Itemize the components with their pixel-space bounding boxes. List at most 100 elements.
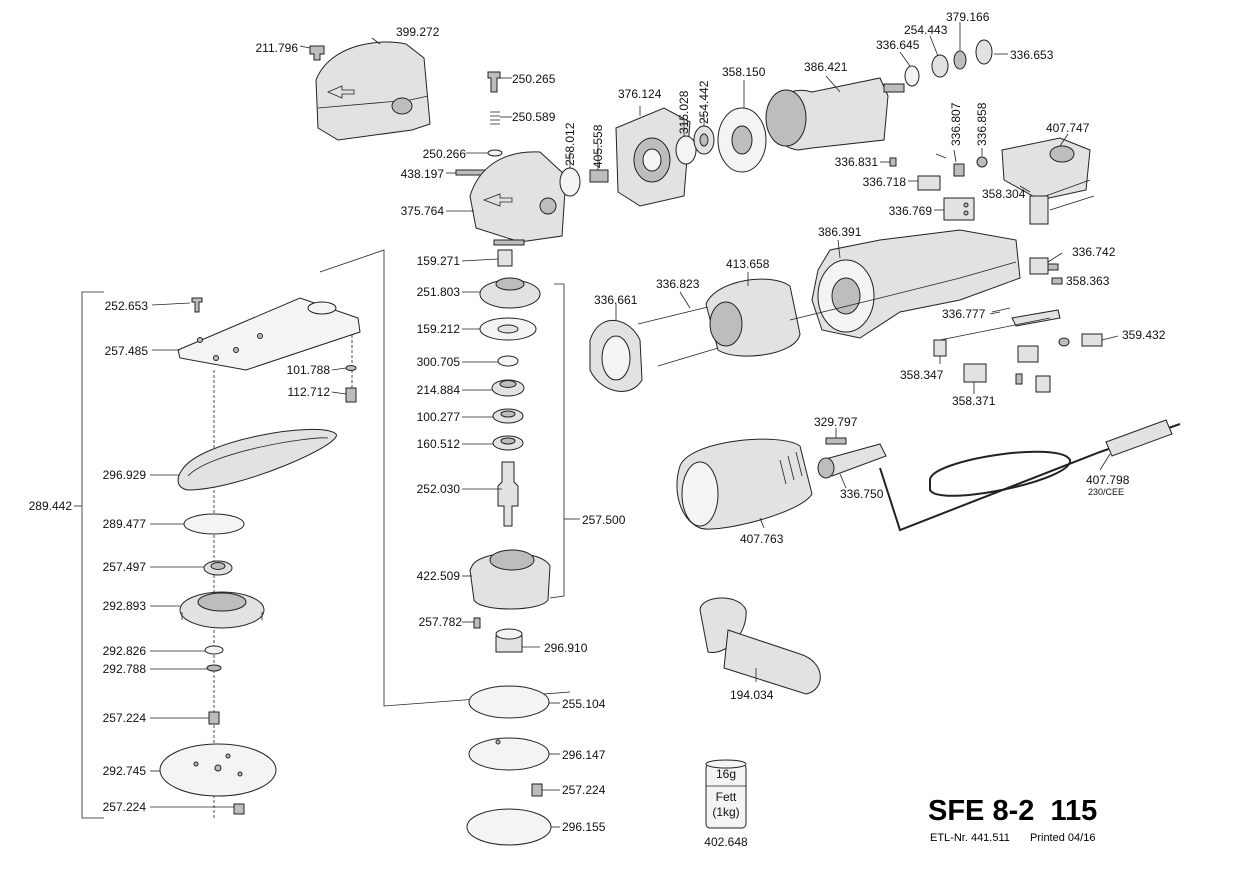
- ring-292826: [204, 645, 224, 655]
- label-329797: 329.797: [814, 415, 858, 429]
- label-336661: 336.661: [594, 293, 638, 307]
- screw-257782: [473, 617, 481, 629]
- part-359432: [1081, 333, 1103, 347]
- label-292745: 292.745: [103, 764, 147, 778]
- label-257500: 257.500: [582, 513, 626, 527]
- disc-296155: [466, 808, 552, 846]
- label-336831: 336.831: [835, 155, 879, 169]
- label-359432: 359.432: [1122, 328, 1166, 342]
- grease-part-number: 402.648: [704, 835, 748, 849]
- grease-weight: 16g: [716, 767, 736, 781]
- label-292826: 292.826: [103, 644, 147, 658]
- label-289477: 289.477: [103, 517, 147, 531]
- title-block: SFE 8-2 115 ETL-Nr. 441.511 Printed 04/1…: [928, 795, 1097, 844]
- cover-399272: [315, 41, 431, 141]
- slide-336777: [1011, 309, 1061, 327]
- label-251803: 251.803: [417, 285, 461, 299]
- label-336858: 336.858: [975, 102, 989, 146]
- label-250266: 250.266: [423, 147, 467, 161]
- screw-250265: [487, 71, 501, 93]
- label-100277: 100.277: [417, 410, 461, 424]
- label-358304: 358.304: [982, 187, 1026, 201]
- plug-407798: [1105, 419, 1173, 457]
- label-336823: 336.823: [656, 277, 700, 291]
- label-252030: 252.030: [417, 482, 461, 496]
- label-399272: 399.272: [396, 25, 440, 39]
- label-358347: 358.347: [900, 368, 944, 382]
- label-194034: 194.034: [730, 688, 774, 702]
- screw-257224-bottom: [233, 803, 245, 815]
- label-101788: 101.788: [287, 363, 331, 377]
- label-159271: 159.271: [417, 254, 461, 268]
- label-296155: 296.155: [562, 820, 606, 834]
- ring-292788: [206, 664, 222, 672]
- screw-housing-bottom: [493, 239, 525, 246]
- label-336769: 336.769: [889, 204, 933, 218]
- label-386391: 386.391: [818, 225, 862, 239]
- holder-336718: [917, 175, 941, 191]
- label-407763: 407.763: [740, 532, 784, 546]
- label-214884: 214.884: [417, 383, 461, 397]
- label-336807: 336.807: [949, 102, 963, 146]
- block-336769: [943, 197, 975, 221]
- clip-336742: [1029, 257, 1049, 275]
- screw-257224-center: [531, 783, 543, 797]
- label-250265: 250.265: [512, 72, 556, 86]
- label-cee: 230/CEE: [1088, 487, 1124, 497]
- label-257497: 257.497: [103, 560, 147, 574]
- ring-379166: [953, 50, 967, 70]
- ring-300705: [497, 355, 519, 367]
- label-257485: 257.485: [105, 344, 149, 358]
- label-405558: 405.558: [591, 124, 605, 168]
- right-leaders: [615, 133, 1119, 682]
- label-254442: 254.442: [697, 80, 711, 124]
- housing-375764: [469, 151, 567, 243]
- screw-112712: [345, 387, 357, 403]
- label-358150: 358.150: [722, 65, 766, 79]
- screw-252653: [191, 297, 203, 313]
- spring-336858: [976, 156, 988, 168]
- screw-358363: [1051, 277, 1063, 285]
- label-160512: 160.512: [417, 437, 461, 451]
- bearing-254443: [931, 54, 949, 78]
- brush-336807: [953, 163, 965, 177]
- oring-258012: [559, 167, 581, 197]
- grease-container: [705, 759, 747, 829]
- plate-257485: [177, 297, 361, 371]
- disc-296147: [468, 737, 550, 771]
- label-358371: 358.371: [952, 394, 996, 408]
- right-parts: [589, 137, 1181, 695]
- label-422509: 422.509: [417, 569, 461, 583]
- label-358363: 358.363: [1066, 274, 1110, 288]
- footer-printed: Printed 04/16: [1030, 832, 1095, 844]
- label-257224-b: 257.224: [103, 800, 147, 814]
- grease-name: Fett: [716, 790, 737, 804]
- label-258012: 258.012: [563, 122, 577, 166]
- label-255104: 255.104: [562, 697, 606, 711]
- label-407798: 407.798: [1086, 473, 1130, 487]
- bearing-159271: [497, 249, 513, 267]
- label-407747: 407.747: [1046, 121, 1090, 135]
- label-254443: 254.443: [904, 23, 948, 37]
- cap-336653: [975, 39, 993, 65]
- label-257224-center: 257.224: [562, 783, 606, 797]
- spring-250589: [490, 111, 500, 125]
- label-112712: 112.712: [288, 385, 331, 399]
- center-leaders: [299, 22, 1008, 828]
- disc-289477: [183, 513, 245, 535]
- screw-329797: [825, 437, 847, 445]
- label-336645: 336.645: [876, 38, 920, 52]
- label-159212: 159.212: [417, 322, 461, 336]
- label-336750: 336.750: [840, 487, 884, 501]
- left-leaders: [150, 302, 347, 808]
- label-252653: 252.653: [105, 299, 149, 313]
- spindle-252030: [497, 461, 519, 527]
- label-257782: 257.782: [419, 615, 463, 629]
- footer-etl: ETL-Nr. 441.511: [930, 832, 1010, 844]
- label-211796: 211.796: [256, 41, 299, 55]
- housing-422509: [469, 552, 551, 610]
- left-parts: [159, 297, 361, 815]
- center-parts: [309, 39, 993, 846]
- part-358371: [963, 363, 987, 383]
